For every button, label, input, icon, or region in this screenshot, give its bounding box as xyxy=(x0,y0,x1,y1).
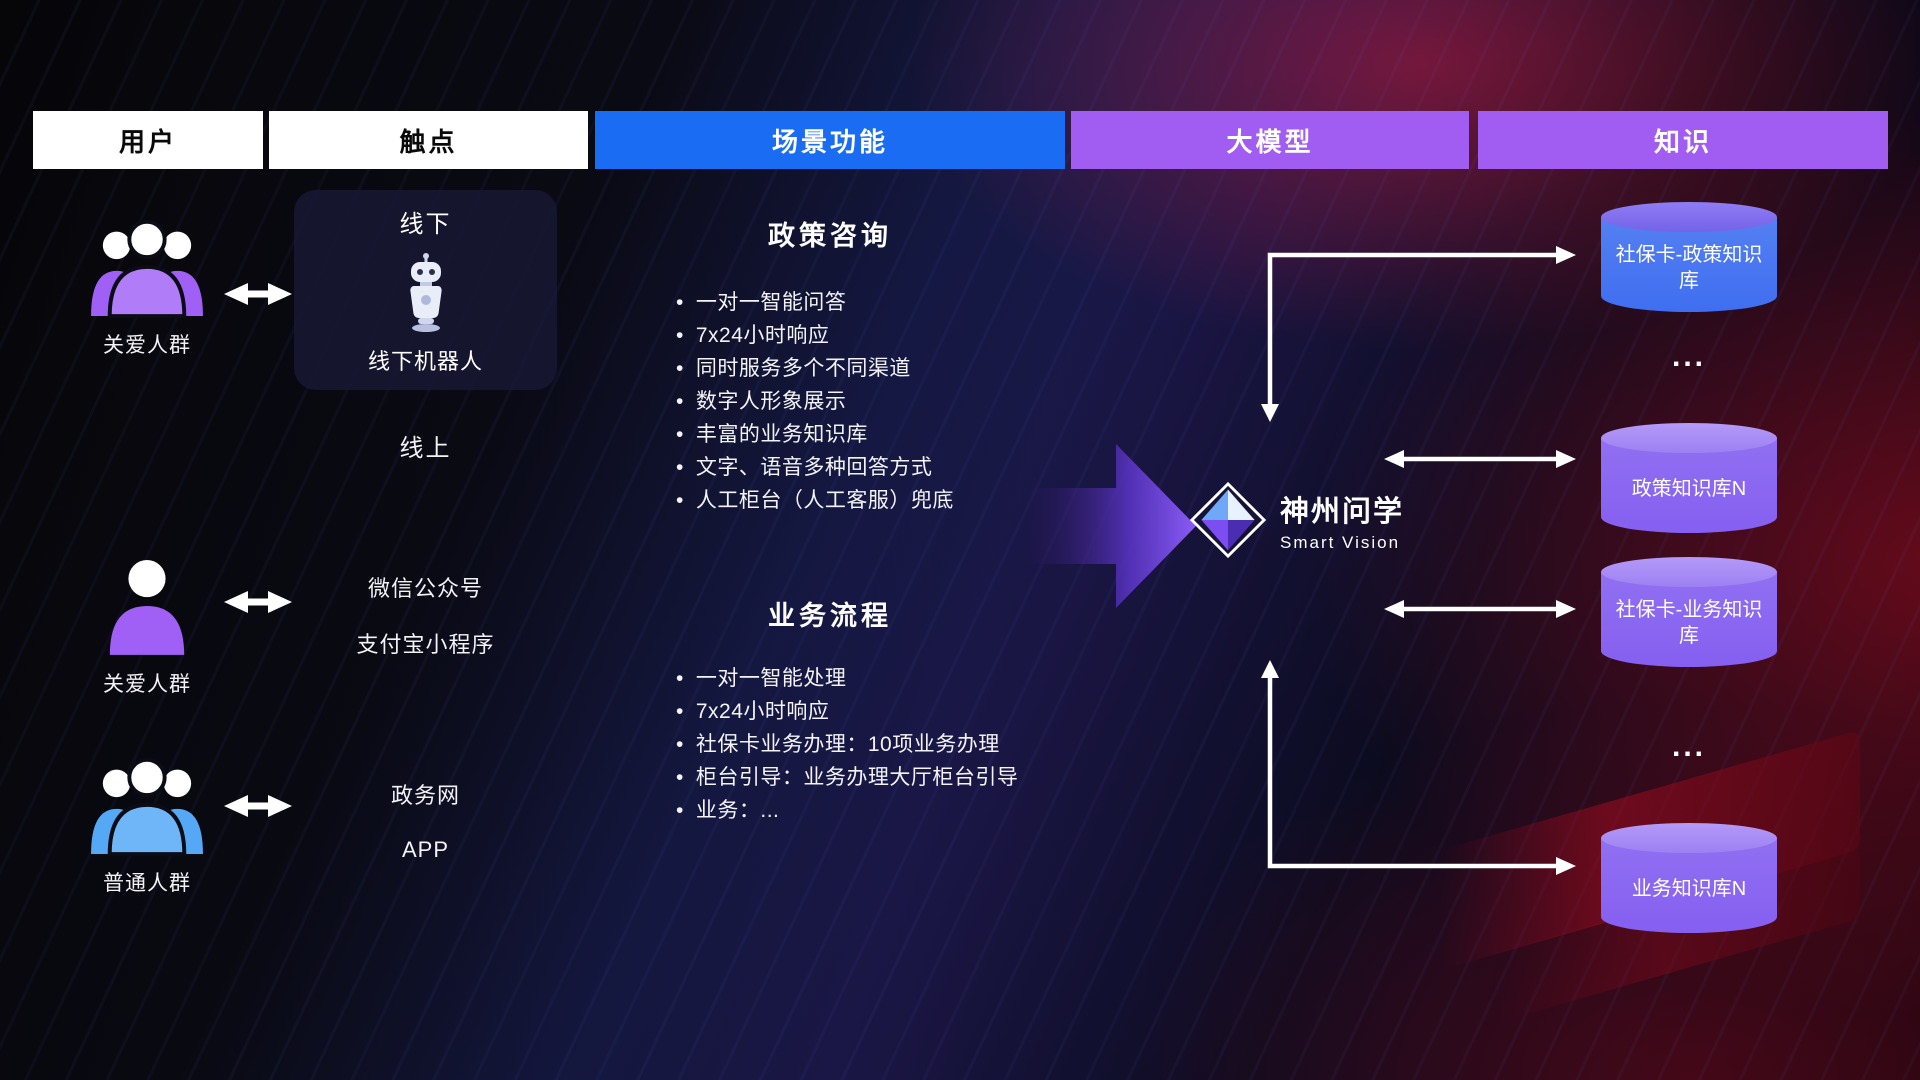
bullet-item: 7x24小时响应 xyxy=(676,701,1086,723)
bullet-item: 人工柜台（人工客服）兜底 xyxy=(676,490,1086,512)
database-icon xyxy=(1601,823,1777,853)
app-touchpoint: APP xyxy=(401,837,450,862)
user-group-3-label: 普通人群 xyxy=(103,872,191,895)
bullet-item: 社保卡业务办理：10项业务办理 xyxy=(676,734,1086,756)
column-header-knowledge: 知识 xyxy=(1478,111,1888,169)
column-header-users: 用户 xyxy=(33,111,263,169)
column-header-scene: 场景功能 xyxy=(595,111,1065,169)
bullet-item: 文字、语音多种回答方式 xyxy=(676,457,1086,479)
knowledge-db-4: 业务知识库N xyxy=(1601,823,1777,933)
knowledge-db-1-label: 社保卡-政策知识库 xyxy=(1615,244,1763,292)
user-arrow-1 xyxy=(224,283,292,305)
user-group-blue-icon xyxy=(91,757,203,856)
bullet-item: 丰富的业务知识库 xyxy=(676,424,1086,446)
bullet-item: 柜台引导：业务办理大厅柜台引导 xyxy=(676,767,1086,789)
bullet-item: 数字人形象展示 xyxy=(676,391,1086,413)
knowledge-db-2-label: 政策知识库N xyxy=(1631,478,1747,500)
user-group-1: 关爱人群 xyxy=(80,212,214,359)
bullet-item: 一对一智能处理 xyxy=(676,668,1086,690)
database-icon xyxy=(1601,557,1777,587)
model-db3-arrow xyxy=(1384,600,1576,618)
wechat-touchpoint: 微信公众号 xyxy=(367,576,483,601)
knowledge-db-3: 社保卡-业务知识库 xyxy=(1601,557,1777,667)
bullet-item: 同时服务多个不同渠道 xyxy=(676,358,1086,380)
online-title: 线上 xyxy=(399,435,452,462)
alipay-touchpoint: 支付宝小程序 xyxy=(356,632,495,657)
user-arrow-2 xyxy=(224,591,292,613)
brand-block: 神州问学 Smart Vision xyxy=(1190,482,1404,558)
ellipsis-1: ... xyxy=(1671,340,1706,373)
user-group-1-label: 关爱人群 xyxy=(103,334,191,357)
brand-name: 神州问学 xyxy=(1280,495,1405,528)
bullet-item: 7x24小时响应 xyxy=(676,325,1086,347)
user-group-2-label: 关爱人群 xyxy=(103,673,191,696)
brand-subtitle: Smart Vision xyxy=(1280,532,1401,552)
knowledge-db-4-label: 业务知识库N xyxy=(1631,878,1747,900)
bullet-item: 业务：... xyxy=(676,800,1086,822)
offline-touchpoint-panel: 线下 线下机器人 xyxy=(294,190,557,390)
column-header-model: 大模型 xyxy=(1071,111,1469,169)
robot-icon xyxy=(409,252,442,332)
database-icon xyxy=(1601,202,1777,232)
ellipsis-2: ... xyxy=(1671,730,1706,763)
brand-logo-icon xyxy=(1190,482,1266,558)
user-single-purple-icon xyxy=(109,560,185,655)
model-db1-arrow xyxy=(1261,246,1576,422)
scene-section-1-title: 政策咨询 xyxy=(768,221,892,251)
scene-section-2-bullets: 一对一智能处理 7x24小时响应 社保卡业务办理：10项业务办理 柜台引导：业务… xyxy=(676,668,1086,833)
user-group-3: 普通人群 xyxy=(80,750,214,897)
user-group-purple-icon xyxy=(91,219,203,318)
scene-section-2-title: 业务流程 xyxy=(768,601,892,631)
flow-arrow-icon xyxy=(1028,444,1196,608)
offline-title: 线下 xyxy=(399,211,452,238)
user-group-2: 关爱人群 xyxy=(102,551,192,698)
bullet-item: 一对一智能问答 xyxy=(676,292,1086,314)
column-header-touchpoints: 触点 xyxy=(269,111,588,169)
knowledge-db-1: 社保卡-政策知识库 xyxy=(1601,202,1777,312)
database-icon xyxy=(1601,423,1777,453)
user-arrow-3 xyxy=(224,795,292,817)
model-db2-arrow xyxy=(1384,450,1576,468)
knowledge-db-2: 政策知识库N xyxy=(1601,423,1777,533)
gov-web-touchpoint: 政务网 xyxy=(390,783,460,808)
knowledge-db-3-label: 社保卡-业务知识库 xyxy=(1615,599,1763,647)
offline-robot-label: 线下机器人 xyxy=(367,349,483,374)
scene-section-1-bullets: 一对一智能问答 7x24小时响应 同时服务多个不同渠道 数字人形象展示 丰富的业… xyxy=(676,292,1086,523)
